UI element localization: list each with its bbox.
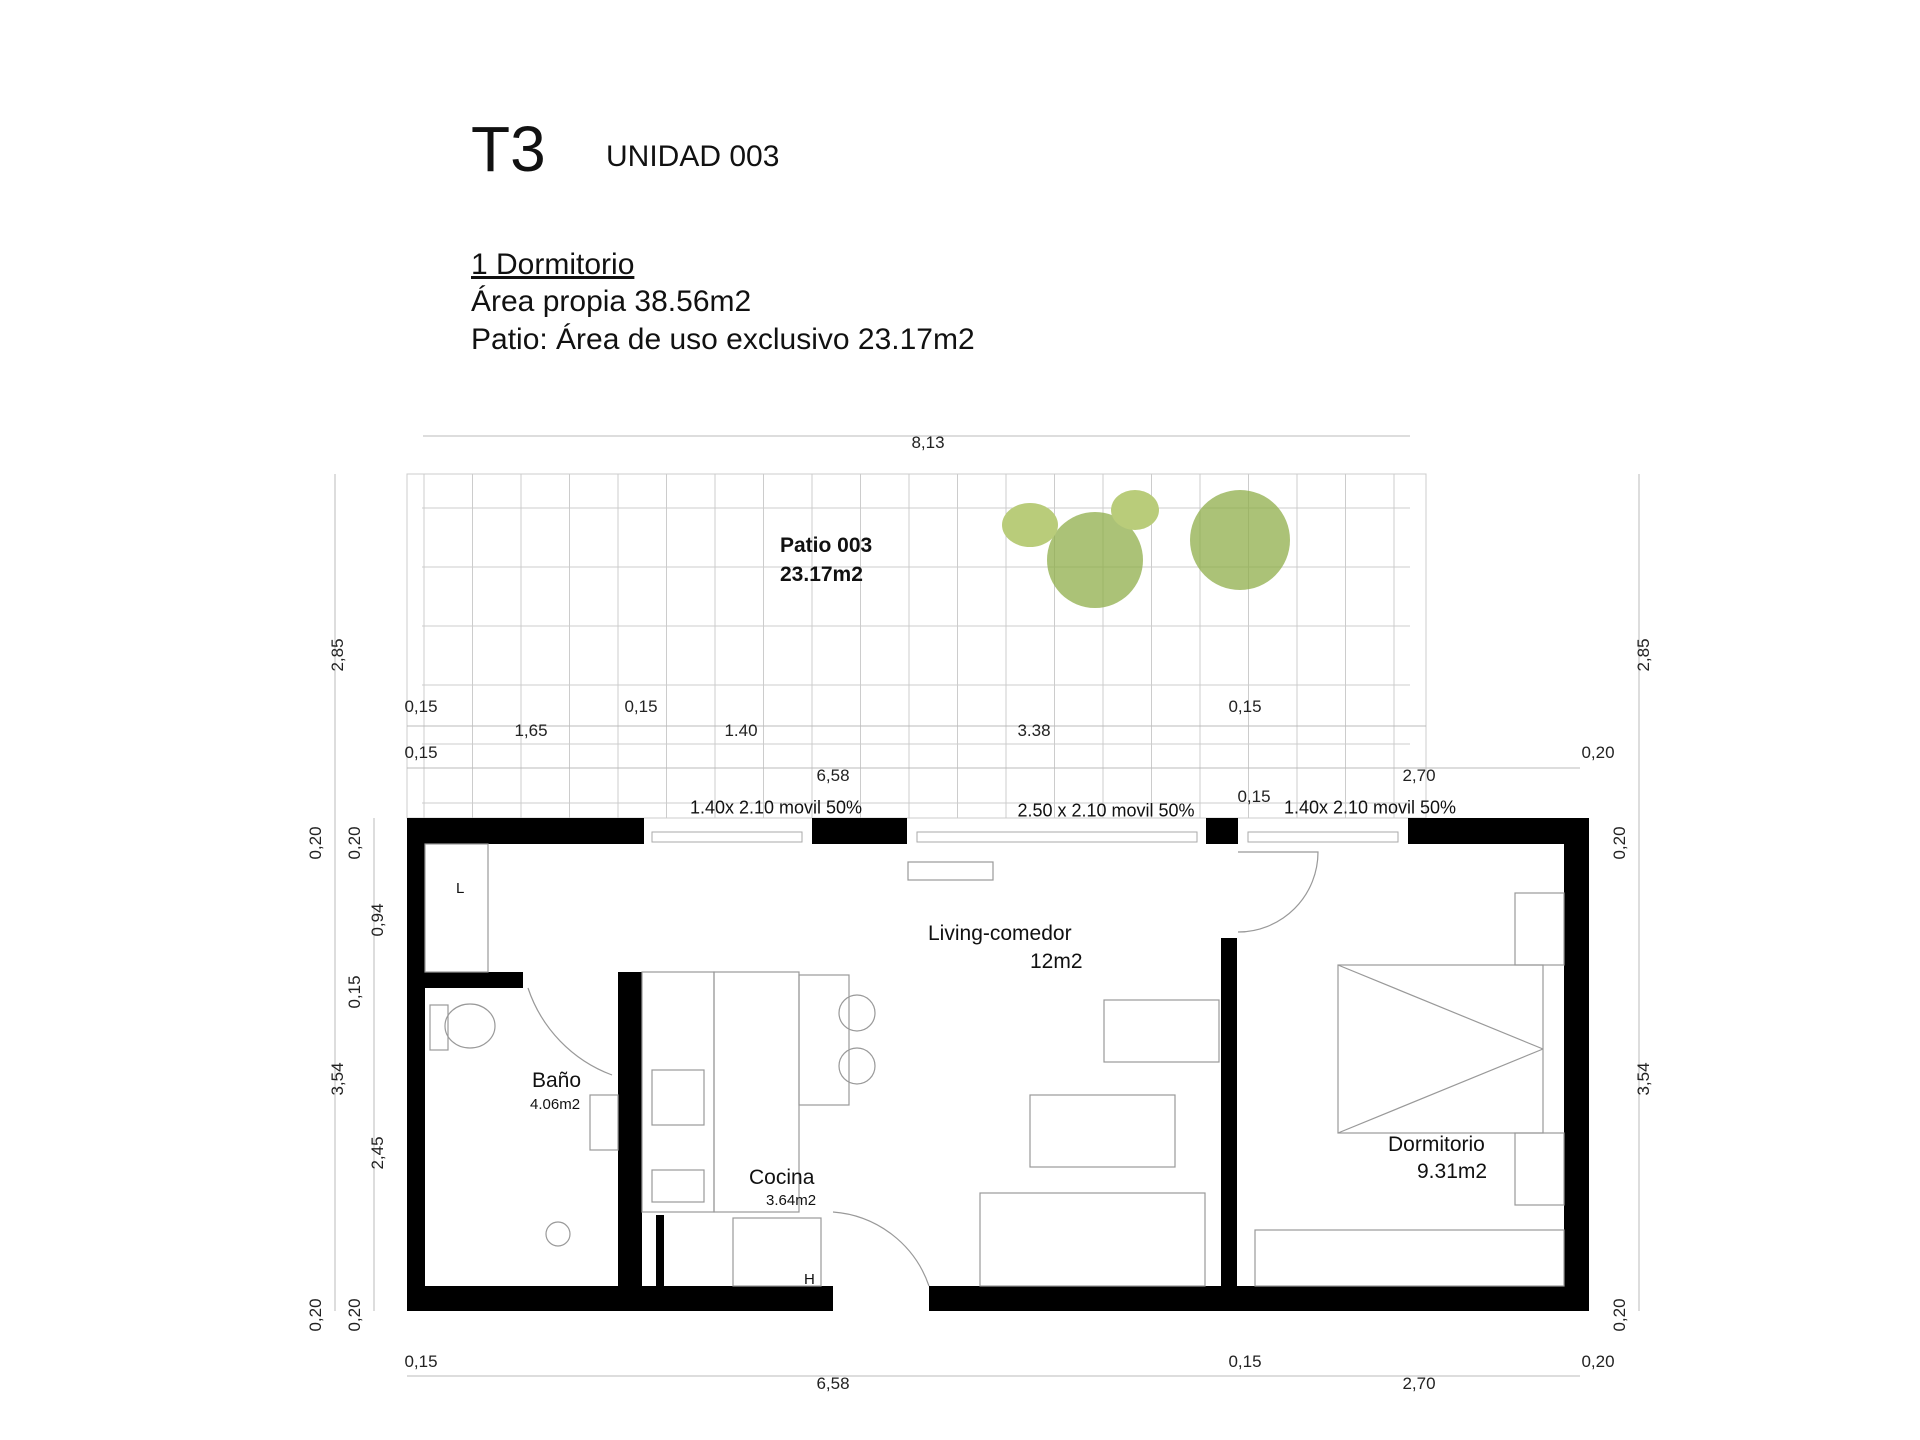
- dim-label: 0,15: [404, 697, 438, 716]
- dim-label: 0,20: [306, 1298, 325, 1332]
- bath-area: 4.06m2: [530, 1096, 581, 1113]
- dim-label: 0,20: [306, 826, 325, 860]
- dim-label: 6,58: [816, 1374, 850, 1393]
- dimension-lines: [334, 435, 1640, 1377]
- dim-label: 0,15: [345, 975, 364, 1009]
- dim-label: 3,54: [328, 1062, 347, 1096]
- window-label: 1.40x 2.10 movil 50%: [689, 797, 863, 818]
- plant-icon: [1002, 503, 1058, 547]
- unit-type-title: T3: [471, 113, 546, 185]
- bath-name: Baño: [532, 1069, 582, 1092]
- dim-label: 0,15: [624, 697, 658, 716]
- kitchen-name: Cocina: [749, 1166, 815, 1189]
- living-area: 12m2: [1030, 950, 1083, 973]
- window-label: 1.40x 2.10 movil 50%: [1283, 797, 1457, 818]
- dim-label: 2,45: [368, 1136, 387, 1170]
- own-area-label: Área propia 38.56m2: [471, 285, 752, 318]
- dim-top-total: 8,13: [911, 433, 945, 452]
- dim-label: 2,85: [1634, 638, 1653, 672]
- patio-area-label: Patio: Área de uso exclusivo 23.17m2: [471, 323, 975, 356]
- dim-label: 3,54: [1634, 1062, 1653, 1096]
- dim-label: 3.38: [1017, 721, 1051, 740]
- dim-label: 0,20: [1610, 826, 1629, 860]
- bedroom-name: Dormitorio: [1388, 1133, 1485, 1156]
- laundry-mark: L: [456, 880, 465, 897]
- dim-label: 0,15: [1228, 1352, 1262, 1371]
- dim-label: 0,20: [1581, 1352, 1615, 1371]
- heater-mark: H: [804, 1271, 815, 1288]
- patio-area: 23.17m2: [780, 563, 863, 586]
- dim-label: 6,58: [816, 766, 850, 785]
- unit-number: UNIDAD 003: [606, 140, 780, 173]
- dim-label: 0,15: [404, 1352, 438, 1371]
- dim-label: 0,20: [345, 1298, 364, 1332]
- plant-icon: [1111, 490, 1159, 530]
- bedroom-area: 9.31m2: [1417, 1160, 1488, 1183]
- patio-name: Patio 003: [780, 534, 873, 557]
- bedrooms-label: 1 Dormitorio: [471, 248, 635, 281]
- kitchen-area: 3.64m2: [766, 1192, 817, 1209]
- dim-label: 2,85: [328, 638, 347, 672]
- dim-label: 0,20: [1581, 743, 1615, 762]
- living-name: Living-comedor: [928, 922, 1072, 945]
- walls: [407, 818, 1589, 1311]
- dim-label: 0,15: [404, 743, 438, 762]
- window-label: 2.50 x 2.10 movil 50%: [1017, 800, 1195, 821]
- dim-label: 1,65: [514, 721, 548, 740]
- dim-label: 2,70: [1402, 766, 1436, 785]
- plant-icon: [1047, 512, 1143, 608]
- dim-label: 2,70: [1402, 1374, 1436, 1393]
- windows-glazing: [651, 831, 1399, 843]
- furniture: [424, 843, 1565, 1287]
- dim-label: 1.40: [724, 721, 758, 740]
- patio-plants: [1002, 490, 1290, 608]
- dim-label: 0,94: [368, 903, 387, 937]
- dim-label: 0,20: [345, 826, 364, 860]
- dim-label: 0,15: [1228, 697, 1262, 716]
- dim-label: 0,20: [1610, 1298, 1629, 1332]
- dim-label: 0,15: [1237, 787, 1271, 806]
- plant-icon: [1190, 490, 1290, 590]
